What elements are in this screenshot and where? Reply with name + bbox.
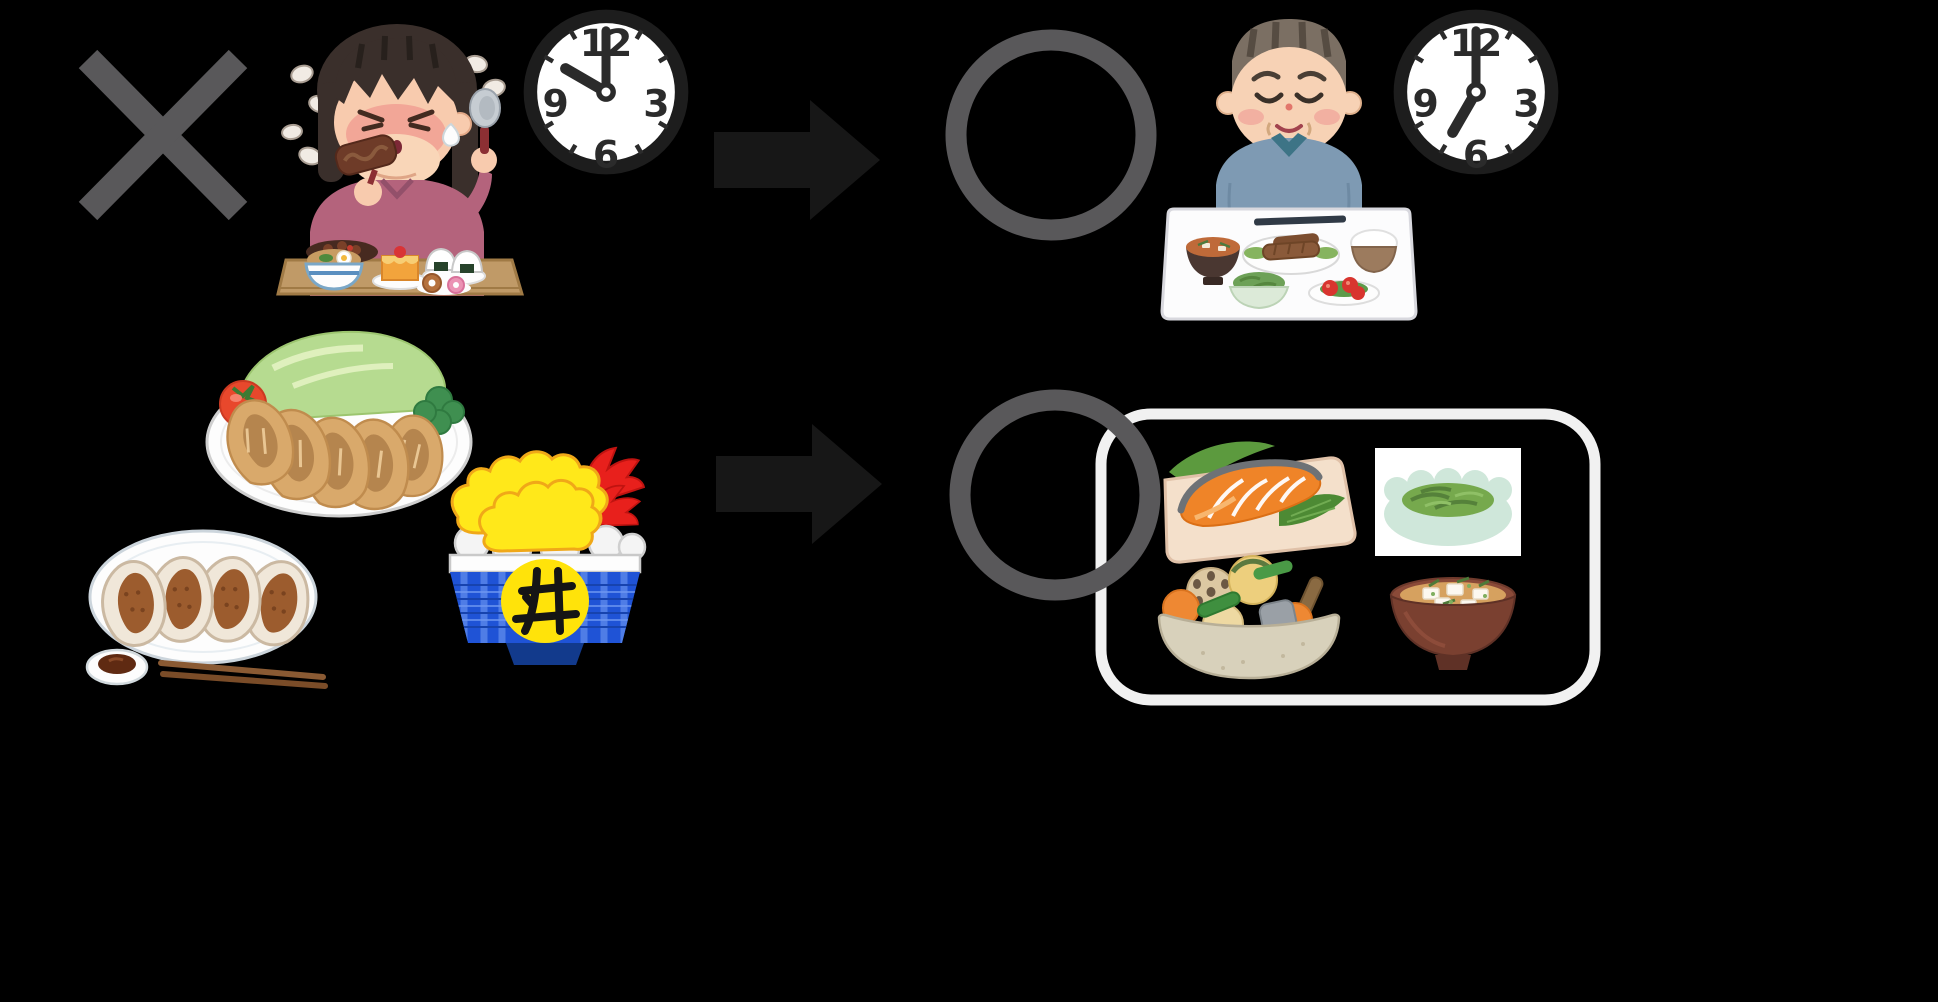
woman-eating-fast-icon <box>276 12 525 296</box>
right-arrow-icon <box>716 424 882 544</box>
fork-handle <box>367 168 378 186</box>
chopsticks-icon <box>1254 215 1347 226</box>
boiled-greens-icon <box>1375 448 1521 556</box>
fried-pork-plate-icon <box>203 290 475 535</box>
chopsticks-icon <box>158 660 328 689</box>
hair-streaks <box>355 35 439 69</box>
pork-cutlet-slices <box>226 399 444 511</box>
clock-numeral-9: 9 <box>1412 81 1438 125</box>
hair-streaks <box>1246 21 1332 58</box>
balanced-meal-panel-icon <box>1093 406 1603 708</box>
clock-center <box>1466 82 1486 102</box>
rice-bowl-icon <box>304 249 364 291</box>
tempura-icon <box>478 479 602 553</box>
cake-icon <box>372 246 428 290</box>
meat-on-fork-icon <box>334 134 398 176</box>
onigiri-plate-icon <box>422 247 486 286</box>
smiling-eyes <box>1254 92 1324 104</box>
lettuce-highlights <box>271 344 394 389</box>
left-arm <box>337 198 372 240</box>
miso-soup-bowl-icon <box>1186 237 1240 285</box>
chin-line <box>375 172 417 180</box>
clock-ticks <box>543 29 669 155</box>
right-blush <box>1314 109 1340 125</box>
circle-mark-icon <box>948 388 1162 602</box>
clock-10-00-icon: 12 3 6 9 <box>516 2 696 182</box>
miso-bowl-foot <box>1435 655 1471 670</box>
clock-numeral-3: 3 <box>643 81 669 125</box>
bangs <box>336 38 456 104</box>
gyoza-dumplings <box>101 556 310 647</box>
clock-ticks <box>1413 29 1539 155</box>
simmered-vegetables-icon <box>1157 555 1341 680</box>
man-eating-calmly-icon <box>1158 5 1420 323</box>
grilled-salmon-icon <box>1163 441 1357 564</box>
smile <box>1275 124 1303 133</box>
sweat-drop-icon <box>442 122 460 147</box>
left-blush <box>1238 109 1264 125</box>
tomato-salad-plate-icon <box>1308 277 1380 306</box>
clock-numeral-9: 9 <box>542 81 568 125</box>
miso-soup-icon <box>1389 576 1517 670</box>
clock-center <box>596 82 616 102</box>
nose <box>1285 103 1293 111</box>
collar <box>380 178 414 200</box>
nimono-bowl <box>1157 613 1341 680</box>
gyoza-plate-icon <box>83 513 328 705</box>
donburi-kanji-badge <box>501 559 589 643</box>
angry-eyes <box>357 109 435 132</box>
circle-mark-icon <box>944 28 1158 242</box>
clock-numeral-6: 6 <box>1463 133 1489 177</box>
clock-7-00-icon: 12 3 6 9 <box>1386 2 1566 182</box>
tempura-donburi-icon <box>438 435 656 673</box>
dipping-sauce-dish-icon <box>85 648 149 686</box>
smile-wrinkles <box>1266 122 1312 136</box>
clock-numeral-6: 6 <box>593 133 619 177</box>
sweater <box>1216 138 1362 227</box>
bowl-foot <box>506 643 584 665</box>
snow-pea <box>1196 591 1241 618</box>
grilled-fish-plate-icon <box>1242 233 1340 275</box>
donuts-icon <box>417 273 471 295</box>
miso-bowl <box>1389 594 1517 658</box>
green-salad-bowl-icon <box>1228 272 1290 310</box>
soup-greens <box>1428 576 1490 606</box>
rice-bowl-icon <box>1350 229 1398 274</box>
right-arm <box>454 168 492 224</box>
collar <box>1271 133 1307 157</box>
cross-mark-svg <box>78 49 248 221</box>
snow-pea <box>1253 560 1293 580</box>
donburi-kanji-strokes <box>512 567 580 635</box>
panel-border <box>1095 408 1601 706</box>
left-hand <box>354 178 382 206</box>
spoon-icon <box>469 88 501 154</box>
clock-numeral-3: 3 <box>1513 81 1539 125</box>
cross-mark-icon <box>72 45 254 225</box>
eyebrows <box>1251 71 1327 82</box>
right-hand <box>471 147 497 173</box>
right-arrow-icon <box>714 100 880 220</box>
